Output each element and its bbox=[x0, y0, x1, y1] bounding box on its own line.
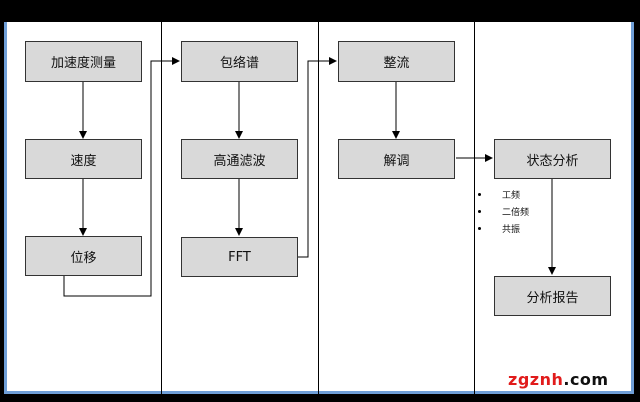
bullet-label: 共振 bbox=[502, 225, 521, 235]
bullet-label: 工频 bbox=[502, 191, 521, 201]
column-divider bbox=[318, 22, 319, 394]
state-analysis-bullet-list: 工频 二倍频 共振 bbox=[478, 186, 529, 237]
node-envelope-spectrum: 包络谱 bbox=[181, 41, 298, 82]
watermark: zgznh.com bbox=[508, 370, 609, 389]
node-highpass-filter: 高通滤波 bbox=[181, 139, 298, 179]
diagram-canvas bbox=[4, 22, 634, 394]
node-demodulate: 解调 bbox=[338, 139, 455, 179]
column-divider bbox=[161, 22, 162, 394]
node-accel-measure: 加速度测量 bbox=[25, 41, 142, 82]
bullet-dot-icon bbox=[478, 210, 481, 213]
watermark-tld: .com bbox=[563, 370, 609, 389]
connector-displacement-to-envelope bbox=[63, 57, 180, 297]
bullet-dot-icon bbox=[478, 227, 481, 230]
bullet-item: 工频 bbox=[478, 186, 529, 203]
column-divider bbox=[474, 22, 475, 394]
node-rectify: 整流 bbox=[338, 41, 455, 82]
watermark-domain: zgznh bbox=[508, 370, 564, 389]
node-analysis-report: 分析报告 bbox=[494, 276, 611, 316]
node-displacement: 位移 bbox=[25, 236, 142, 276]
bullet-label: 二倍频 bbox=[502, 208, 530, 218]
node-velocity: 速度 bbox=[25, 139, 142, 179]
bullet-item: 共振 bbox=[478, 220, 529, 237]
bullet-item: 二倍频 bbox=[478, 203, 529, 220]
connector-fft-to-rectify bbox=[298, 57, 337, 258]
bullet-dot-icon bbox=[478, 193, 481, 196]
node-state-analysis: 状态分析 bbox=[494, 139, 611, 179]
node-fft: FFT bbox=[181, 237, 298, 277]
